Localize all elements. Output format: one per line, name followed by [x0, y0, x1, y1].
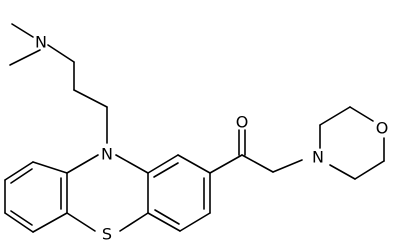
bond	[329, 164, 356, 180]
atom-label-s-ring: S	[102, 225, 112, 244]
central-thiazine-ring	[66, 154, 149, 232]
bond	[272, 159, 303, 173]
bond	[73, 89, 108, 108]
morpholine-ring	[319, 106, 385, 180]
atom-label-n-amine: N	[35, 33, 47, 52]
atom-label-n-ring: N	[101, 145, 113, 164]
bond	[209, 154, 243, 174]
bond	[47, 44, 75, 63]
bond	[354, 160, 385, 180]
bond	[153, 162, 179, 178]
atom-label-o-morpholine: O	[376, 119, 389, 138]
bond	[177, 154, 211, 174]
atom-labels: N N S O N O	[35, 33, 388, 244]
bond	[4, 161, 34, 181]
bond	[9, 49, 41, 66]
bond	[147, 212, 181, 232]
bond	[241, 154, 274, 173]
bond	[11, 23, 34, 38]
bond	[154, 209, 180, 225]
right-benzene-ring	[147, 154, 211, 232]
dimethylaminopropyl-chain	[9, 23, 108, 144]
acetyl-morpholine-chain	[209, 129, 303, 174]
bond	[179, 212, 211, 232]
bond	[66, 212, 96, 232]
bond	[66, 154, 99, 174]
bond	[32, 212, 68, 233]
bond	[115, 154, 149, 174]
left-benzene-ring	[4, 161, 68, 233]
bond	[147, 154, 179, 174]
bond	[319, 106, 351, 126]
atom-label-n-morpholine: N	[312, 148, 324, 167]
bond	[10, 210, 33, 226]
bond	[119, 212, 149, 232]
bond	[349, 106, 374, 122]
bond	[32, 161, 68, 174]
atom-label-o-ketone: O	[236, 113, 249, 132]
bond	[10, 168, 33, 184]
bond	[4, 212, 34, 233]
